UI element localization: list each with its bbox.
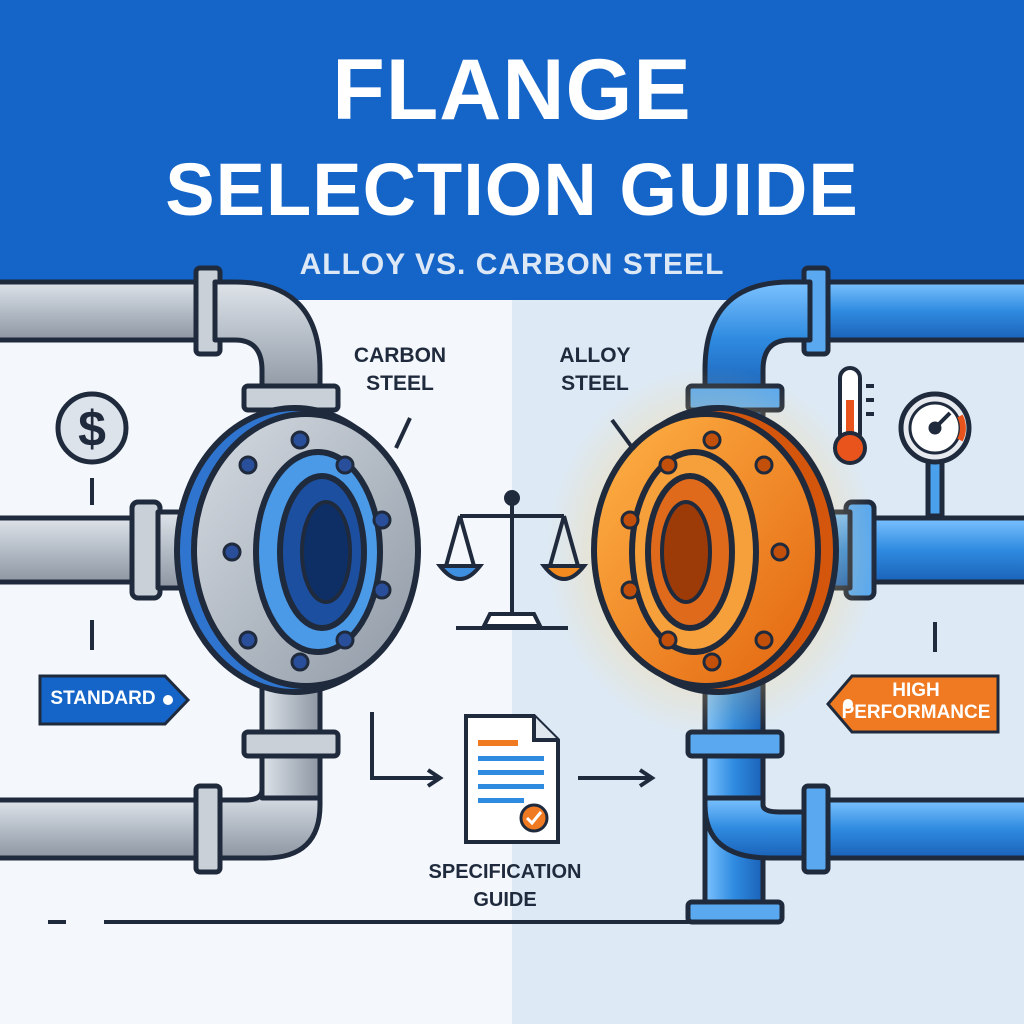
spec-label-line2: GUIDE: [473, 889, 537, 911]
carbon-steel-flange-bolts: [222, 430, 392, 672]
specification-document-icon: [464, 714, 560, 844]
svg-text:$: $: [78, 401, 106, 457]
alloy-label-line2: STEEL: [561, 372, 629, 395]
balance-scale-icon: [435, 490, 589, 630]
alloy-steel-flange-bolts: [620, 430, 790, 672]
dollar-icon: $: [55, 391, 129, 465]
carbon-leader-line: [394, 417, 412, 449]
alloy-steel-label: ALLOY STEEL: [545, 342, 645, 398]
pressure-gauge-icon: [898, 391, 972, 519]
alloy-leader-line: [610, 418, 636, 452]
standard-tag: [38, 674, 191, 726]
flow-arrow-left: [370, 712, 438, 780]
tag-hole-icon: [163, 695, 173, 705]
carbon-steel-flange: [174, 405, 421, 695]
alloy-steel-flange: [591, 405, 839, 695]
high-performance-line1: HIGH: [892, 680, 940, 701]
carbon-label-line1: CARBON: [353, 344, 447, 367]
high-performance-tag: [826, 674, 1000, 734]
carbon-label-line2: STEEL: [366, 372, 434, 395]
specification-guide-label: SPECIFICATION GUIDE: [405, 858, 605, 914]
page-title-line2: SELECTION GUIDE: [165, 148, 859, 231]
spec-label-line1: SPECIFICATION: [428, 861, 582, 883]
page-title-line1: FLANGE: [332, 42, 692, 138]
alloy-label-line1: ALLOY: [559, 344, 631, 367]
header-banner: [0, 0, 1024, 300]
carbon-steel-label: CARBON STEEL: [340, 342, 460, 398]
high-performance-line2: PERFORMANCE: [841, 702, 991, 723]
high-performance-tag-label: HIGH PERFORMANCE: [836, 680, 996, 724]
standard-tag-label: STANDARD: [50, 688, 156, 709]
tag-hole-icon: [843, 699, 853, 709]
carbon-steel-pipe-system: [0, 265, 341, 875]
page-subtitle: ALLOY VS. CARBON STEEL: [299, 248, 725, 281]
thermometer-icon: [833, 366, 874, 465]
